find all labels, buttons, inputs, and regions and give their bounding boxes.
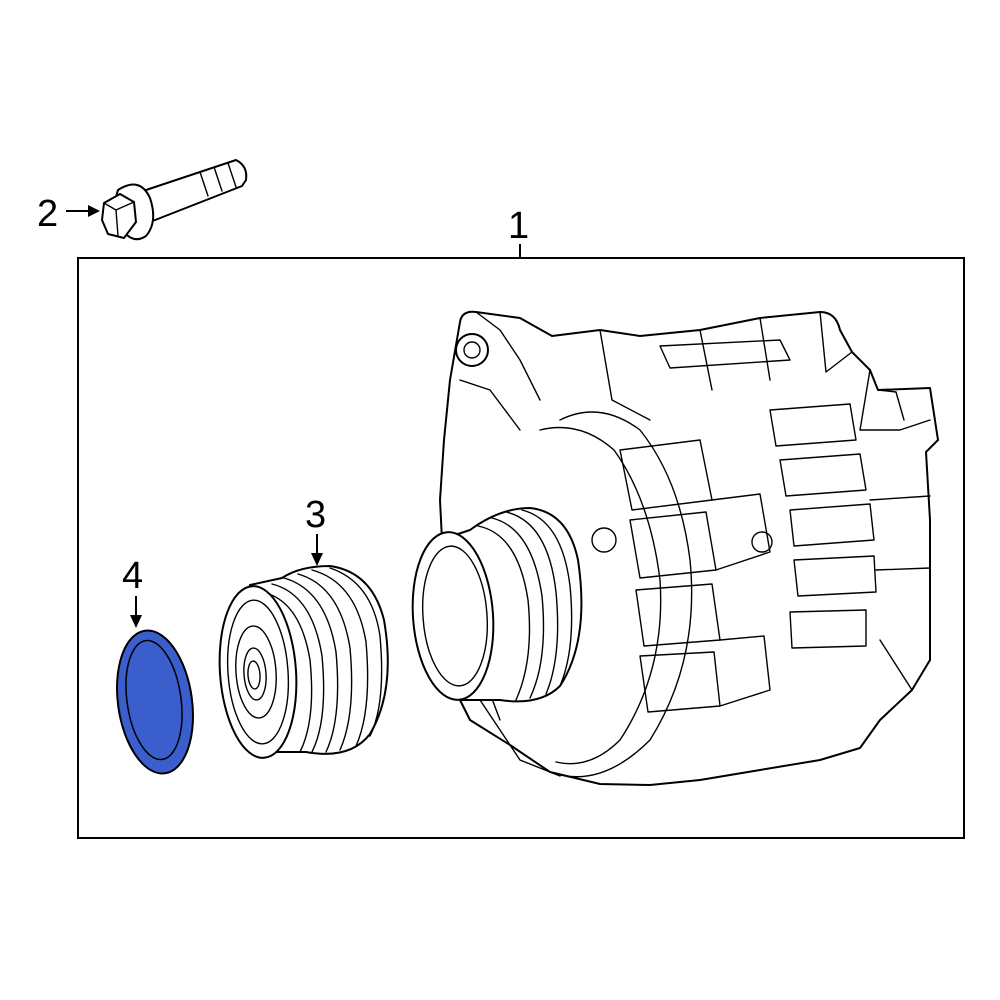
cap-part-4-highlighted[interactable] [108,626,201,779]
callout-3-arrow [311,534,323,566]
callout-3-label[interactable]: 3 [305,494,326,536]
pulley-part-3[interactable] [214,565,389,760]
bolt-part-2[interactable] [101,159,248,241]
callout-1-label[interactable]: 1 [508,205,529,247]
callout-2-label[interactable]: 2 [37,193,58,235]
callout-4-arrow [130,596,142,628]
callout-4-label[interactable]: 4 [122,555,143,597]
alternator-part-1[interactable] [407,310,939,786]
callout-2-arrow [66,205,100,217]
